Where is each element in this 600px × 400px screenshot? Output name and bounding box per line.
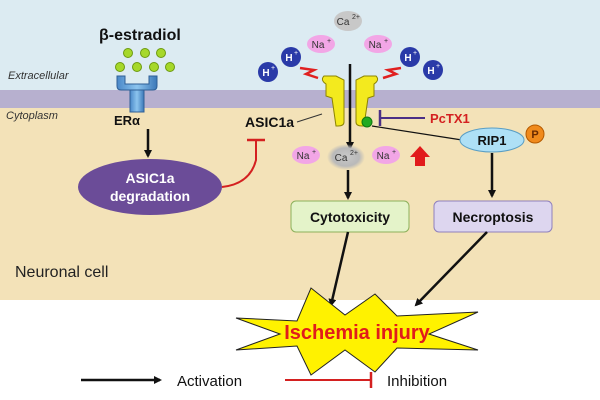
estradiol-dot bbox=[165, 62, 175, 72]
cytotoxicity-label: Cytotoxicity bbox=[310, 209, 390, 225]
extracellular-region bbox=[0, 0, 600, 90]
rip1-node bbox=[459, 127, 525, 153]
sodium-ion-intracellular bbox=[292, 146, 320, 164]
sodium-charge: + bbox=[312, 149, 316, 156]
sodium-charge: + bbox=[384, 38, 388, 45]
channel-rip1-link bbox=[371, 125, 463, 141]
phosphate-label: P bbox=[531, 129, 538, 141]
lightning-bolt-icon bbox=[382, 66, 402, 80]
extracellular-label: Extracellular bbox=[8, 70, 70, 82]
proton-charge: + bbox=[436, 63, 440, 70]
estradiol-molecules bbox=[115, 48, 175, 72]
phosphate-badge bbox=[525, 124, 545, 144]
estradiol-dot bbox=[123, 48, 133, 58]
estradiol-dot bbox=[132, 62, 142, 72]
necroptosis-injury-arrow bbox=[414, 231, 488, 307]
proton-ion bbox=[423, 60, 443, 80]
pctx1-binding-site bbox=[361, 116, 373, 128]
degradation-node bbox=[78, 159, 222, 215]
proton-symbol: H bbox=[285, 53, 292, 64]
estradiol-dot bbox=[156, 48, 166, 58]
receptor-stem bbox=[129, 89, 145, 113]
cell-membrane bbox=[0, 90, 600, 108]
cytotoxicity-injury-arrow bbox=[328, 231, 350, 307]
proton-charge: + bbox=[271, 65, 275, 72]
outcome-label: Ischemia injury bbox=[284, 322, 430, 344]
calcium-ion-extracellular bbox=[334, 11, 362, 31]
sodium-symbol: Na bbox=[377, 151, 390, 162]
necroptosis-box bbox=[433, 200, 553, 233]
channel-subunit-right bbox=[355, 75, 379, 127]
calcium-charge: 2+ bbox=[350, 150, 358, 157]
proton-ion bbox=[281, 47, 301, 67]
channel-subunit-left bbox=[321, 75, 345, 127]
estradiol-label: β-estradiol bbox=[99, 27, 181, 44]
rip1-label: RIP1 bbox=[478, 133, 507, 148]
necroptosis-label: Necroptosis bbox=[453, 209, 534, 225]
proton-symbol: H bbox=[404, 53, 411, 64]
injury-starburst bbox=[235, 287, 479, 376]
calcium-symbol: Ca bbox=[337, 17, 350, 28]
estradiol-dot bbox=[149, 62, 159, 72]
cytoplasm-label: Cytoplasm bbox=[6, 110, 58, 122]
asic1a-label: ASIC1a bbox=[245, 114, 294, 130]
degradation-label-line1: ASIC1a bbox=[125, 170, 174, 186]
cytotoxicity-box bbox=[290, 200, 410, 233]
calcium-symbol: Ca bbox=[335, 153, 348, 164]
proton-charge: + bbox=[413, 50, 417, 57]
lightning-bolt-icon bbox=[299, 66, 319, 80]
calcium-ion-intracellular bbox=[327, 144, 365, 170]
sodium-ion-extracellular bbox=[307, 35, 335, 53]
estradiol-dot bbox=[140, 48, 150, 58]
sodium-ion-extracellular bbox=[364, 35, 392, 53]
receptor-cup bbox=[116, 75, 158, 91]
legend-inhibition-label: Inhibition bbox=[387, 373, 447, 390]
sodium-symbol: Na bbox=[312, 40, 325, 51]
degradation-label-line2: degradation bbox=[110, 188, 190, 204]
estradiol-dot bbox=[115, 62, 125, 72]
asic1a-pointer-line bbox=[296, 113, 323, 123]
sodium-symbol: Na bbox=[297, 151, 310, 162]
pctx1-label: PcTX1 bbox=[430, 111, 470, 126]
asic1a-channel bbox=[321, 75, 379, 128]
receptor-label: ERα bbox=[114, 113, 140, 128]
sodium-charge: + bbox=[327, 38, 331, 45]
increase-arrow-icon bbox=[410, 146, 430, 166]
degradation-inhibition-line bbox=[221, 140, 257, 188]
legend-activation-label: Activation bbox=[177, 373, 242, 390]
sodium-symbol: Na bbox=[369, 40, 382, 51]
proton-charge: + bbox=[294, 50, 298, 57]
neuronal-cell-label: Neuronal cell bbox=[15, 264, 108, 281]
proton-ion bbox=[400, 47, 420, 67]
proton-ion bbox=[258, 62, 278, 82]
sodium-charge: + bbox=[392, 149, 396, 156]
calcium-charge: 2+ bbox=[352, 14, 360, 21]
proton-symbol: H bbox=[427, 66, 434, 77]
sodium-ion-intracellular bbox=[372, 146, 400, 164]
proton-symbol: H bbox=[262, 68, 269, 79]
